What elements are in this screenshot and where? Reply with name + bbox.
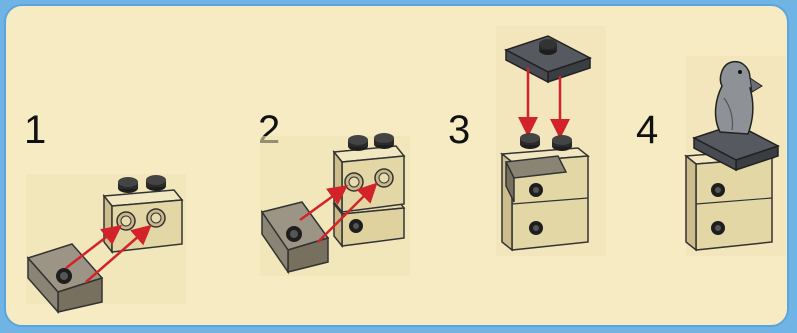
dark-tan-plate-icon: [504, 155, 568, 203]
grey-plate-icon: [692, 123, 780, 172]
red-arrow-icon: [317, 182, 378, 243]
tan-brick-icon: [500, 133, 590, 252]
step-1-illustration: [26, 174, 186, 314]
grey-plate-icon: [504, 35, 592, 84]
step-4-illustration: [684, 56, 786, 256]
step-number-3: 3: [448, 108, 471, 152]
red-arrow-icon: [85, 224, 152, 283]
instruction-illustrations: [26, 26, 786, 314]
red-arrow-icon: [65, 224, 122, 269]
dark-tan-plate-icon: [260, 201, 330, 275]
tan-brick-icon: [102, 175, 184, 255]
parrot-figure-icon: [714, 60, 763, 135]
dark-tan-plate-icon: [26, 243, 104, 314]
red-arrow-icon: [299, 185, 349, 222]
step-number-1: 1: [24, 108, 47, 152]
step-3-illustration: [496, 26, 606, 256]
step-number-4: 4: [636, 108, 659, 152]
step-2-illustration: [260, 133, 410, 276]
instruction-panel: 1 2 3 4: [4, 4, 789, 327]
